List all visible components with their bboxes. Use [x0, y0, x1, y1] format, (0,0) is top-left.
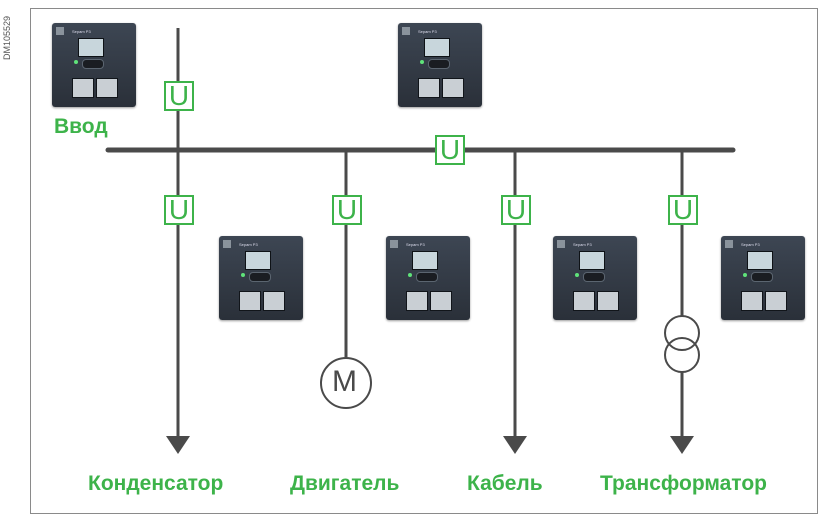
voltage-measurement-motor: U — [332, 195, 362, 225]
feeder-label-cable: Кабель — [467, 472, 543, 495]
feeder-label-motor: Двигатель — [290, 472, 400, 495]
down-arrow-icon — [670, 436, 694, 454]
transformer-icon — [664, 315, 700, 373]
relay-icon: Sepam P3 — [398, 23, 482, 107]
relay-icon: Sepam P3 — [553, 236, 637, 320]
voltage-measurement-cable: U — [501, 195, 531, 225]
relay-icon: Sepam P3 — [52, 23, 136, 107]
motor-symbol: M — [332, 365, 357, 398]
relay-icon: Sepam P3 — [721, 236, 805, 320]
voltage-measurement-incomer: U — [164, 81, 194, 111]
voltage-measurement-transformer: U — [668, 195, 698, 225]
diagram-frame — [30, 8, 818, 514]
motor-icon — [320, 357, 372, 409]
incomer-label: Ввод — [54, 115, 108, 138]
relay-icon: Sepam P3 — [219, 236, 303, 320]
down-arrow-icon — [166, 436, 190, 454]
voltage-measurement-busbar: U — [435, 135, 465, 165]
relay-icon: Sepam P3 — [386, 236, 470, 320]
down-arrow-icon — [503, 436, 527, 454]
voltage-measurement-capacitor: U — [164, 195, 194, 225]
feeder-label-transformer: Трансформатор — [600, 472, 767, 495]
feeder-label-capacitor: Конденсатор — [88, 472, 224, 495]
